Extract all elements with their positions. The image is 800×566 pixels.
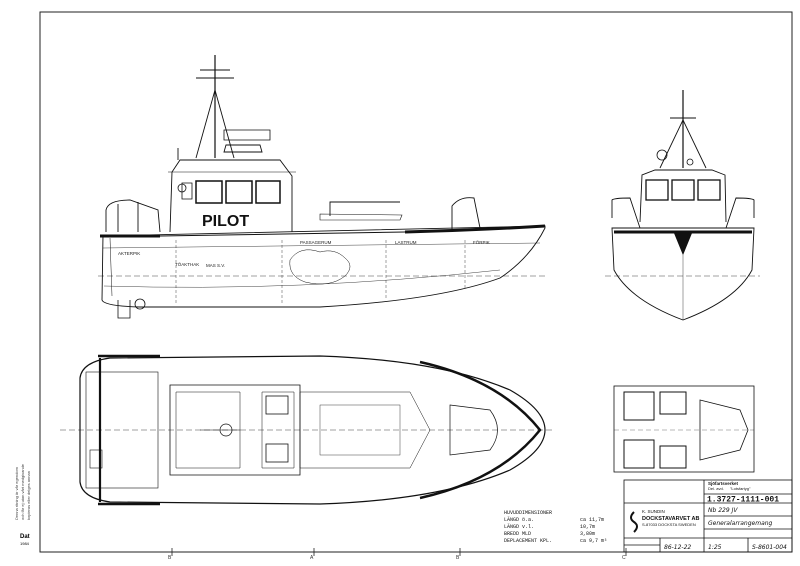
room-label-lazarette: LASTRUM: [395, 240, 417, 245]
drawing-title: Generalarrangemang: [708, 520, 773, 527]
dimension-label-1: LÄNGD ö.a.: [504, 516, 534, 523]
frame-references: B A B C: [168, 555, 626, 561]
sheet-number: S-8601-004: [752, 544, 787, 551]
vessel-number: Nb 229 JV: [708, 507, 738, 514]
propeller: [134, 298, 146, 310]
builder-company: DOCKSTAVARVET AB: [642, 516, 699, 522]
margin-note-text: Denna ritning är vår egendom: [14, 466, 19, 520]
dimension-value-3: 3,80m: [580, 531, 595, 537]
bow-railing: [451, 197, 481, 230]
room-label-toilet: TÖAKTHAK: [175, 261, 199, 267]
rudder: [117, 300, 131, 319]
title-block: Sjöfartsverket Del. avd. "Lotsfartyg" 1.…: [623, 479, 793, 553]
dimension-value-2: 10,7m: [580, 524, 595, 530]
margin-notes: Denna ritning är vår egendom och får ej …: [14, 463, 31, 520]
room-label-pilot: PASSAGERUM: [300, 240, 332, 245]
pilot-label: PILOT: [202, 213, 249, 230]
fore-fender: [404, 224, 546, 234]
svg-text:kopieras eller delges annan: kopieras eller delges annan: [26, 471, 31, 520]
drawing-frame: [39, 11, 793, 556]
room-label-aft: AKTERPIK: [118, 251, 140, 256]
engine: [289, 249, 351, 285]
client-dept: Del. avd.: [708, 486, 724, 491]
dimension-value-1: ca 11,7m: [580, 517, 604, 523]
hull-outline: [101, 225, 546, 308]
room-label-forepeak: FÖRPIK: [473, 239, 490, 245]
aft-deck: [85, 371, 159, 489]
room-label-engine: MAS S.V.: [206, 263, 225, 268]
dimension-value-4: ca 9,7 m³: [580, 538, 607, 544]
drawing-scale: 1:25: [708, 544, 722, 551]
plan-view: [60, 354, 555, 506]
radar: [223, 129, 271, 141]
frame-ref-b2: B: [456, 555, 460, 561]
margin-stamp-sub: 1984: [20, 541, 30, 546]
front-wheelhouse: [639, 169, 727, 223]
dimension-label-4: DEPLACEMENT KPL.: [504, 538, 552, 544]
wheelhouse: [169, 159, 293, 233]
side-profile-view: [98, 55, 546, 319]
bow-hatch: [449, 404, 498, 456]
front-view: [605, 90, 760, 321]
dimension-label-3: BREDD MLD: [504, 531, 531, 537]
front-railing-right: [725, 197, 755, 229]
svg-text:och får ej utan vårt medgivand: och får ej utan vårt medgivande: [20, 463, 25, 520]
seahorse-logo-icon: [630, 511, 638, 533]
dimension-label-2: LÄNGD v.l.: [504, 523, 534, 530]
drawing-number: 1.3727-1111-001: [707, 496, 779, 505]
wheelhouse-plan: [169, 384, 301, 476]
frame-ref-c: C: [622, 555, 626, 561]
frame-ref-b: B: [168, 555, 172, 561]
dimensions-heading: HUVUDDIMENSIONER: [504, 510, 552, 516]
deck-outline: [79, 355, 546, 505]
builder-address: S-87033 DOCKSTA SWEDEN: [642, 522, 696, 527]
room-labels: AKTERPIK TÖAKTHAK MAS S.V. PASSAGERUM LA…: [118, 239, 490, 268]
section-outline: [613, 385, 755, 473]
aft-railing: [105, 199, 161, 233]
main-dimensions: HUVUDDIMENSIONER LÄNGD ö.a. ca 11,7m LÄN…: [504, 510, 607, 544]
foredeck: [299, 391, 431, 469]
front-railing-left: [611, 197, 641, 229]
client-project: "Lotsfartyg": [730, 486, 751, 491]
frame-ref-a: A: [310, 555, 314, 561]
drawing-date: 86-12-22: [664, 544, 691, 551]
builder-name: K. SUNDIN: [642, 509, 665, 514]
margin-stamp: Dat: [20, 534, 30, 540]
section-plan-view: [613, 385, 755, 473]
client-name: Sjöfartsverket: [708, 481, 739, 486]
